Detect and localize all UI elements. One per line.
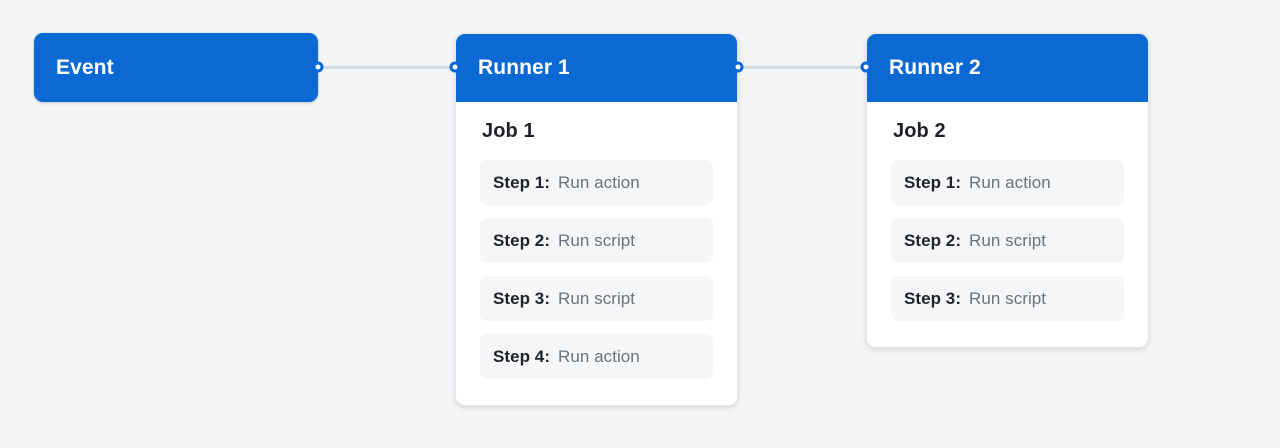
runner-2-job-title: Job 2 [893, 120, 946, 142]
step-description: Run script [558, 230, 636, 250]
step-label: Step 1: [493, 172, 551, 192]
runner-1-title: Runner 1 [478, 56, 570, 79]
runner-1-input-port[interactable] [449, 61, 461, 73]
step-row[interactable]: Step 3: Run script [480, 276, 713, 321]
event-output-port[interactable] [312, 61, 324, 73]
runner-2-body: Job 2 Step 1: Run action Step 2: Run scr… [867, 102, 1148, 347]
edge-runner1-to-runner2 [738, 66, 868, 69]
runner-1-header[interactable]: Runner 1 [456, 34, 737, 102]
runner-1-steps-list: Step 1: Run action Step 2: Run script St… [480, 160, 713, 379]
step-row[interactable]: Step 4: Run action [480, 334, 713, 379]
step-description: Run action [558, 346, 640, 366]
step-label: Step 3: [904, 288, 962, 308]
step-row[interactable]: Step 2: Run script [480, 218, 713, 263]
step-row[interactable]: Step 1: Run action [891, 160, 1124, 205]
step-description: Run action [558, 172, 640, 192]
step-label: Step 1: [904, 172, 962, 192]
step-label: Step 2: [904, 230, 962, 250]
step-row[interactable]: Step 3: Run script [891, 276, 1124, 321]
edge-event-to-runner1 [318, 66, 458, 69]
step-description: Run script [969, 288, 1047, 308]
event-node[interactable]: Event [34, 33, 318, 102]
runner-2-steps-list: Step 1: Run action Step 2: Run script St… [891, 160, 1124, 321]
step-row[interactable]: Step 1: Run action [480, 160, 713, 205]
runner-card-1[interactable]: Runner 1 Job 1 Step 1: Run action Step 2… [455, 33, 738, 406]
runner-1-body: Job 1 Step 1: Run action Step 2: Run scr… [456, 102, 737, 405]
event-node-label: Event [56, 55, 114, 79]
runner-card-2[interactable]: Runner 2 Job 2 Step 1: Run action Step 2… [866, 33, 1149, 348]
step-label: Step 3: [493, 288, 551, 308]
runner-1-job-title: Job 1 [482, 120, 535, 142]
step-description: Run script [969, 230, 1047, 250]
step-label: Step 2: [493, 230, 551, 250]
step-description: Run action [969, 172, 1051, 192]
step-row[interactable]: Step 2: Run script [891, 218, 1124, 263]
runner-2-header[interactable]: Runner 2 [867, 34, 1148, 102]
runner-2-title: Runner 2 [889, 56, 981, 79]
runner-1-output-port[interactable] [732, 61, 744, 73]
step-label: Step 4: [493, 346, 551, 366]
step-description: Run script [558, 288, 636, 308]
runner-2-input-port[interactable] [860, 61, 872, 73]
